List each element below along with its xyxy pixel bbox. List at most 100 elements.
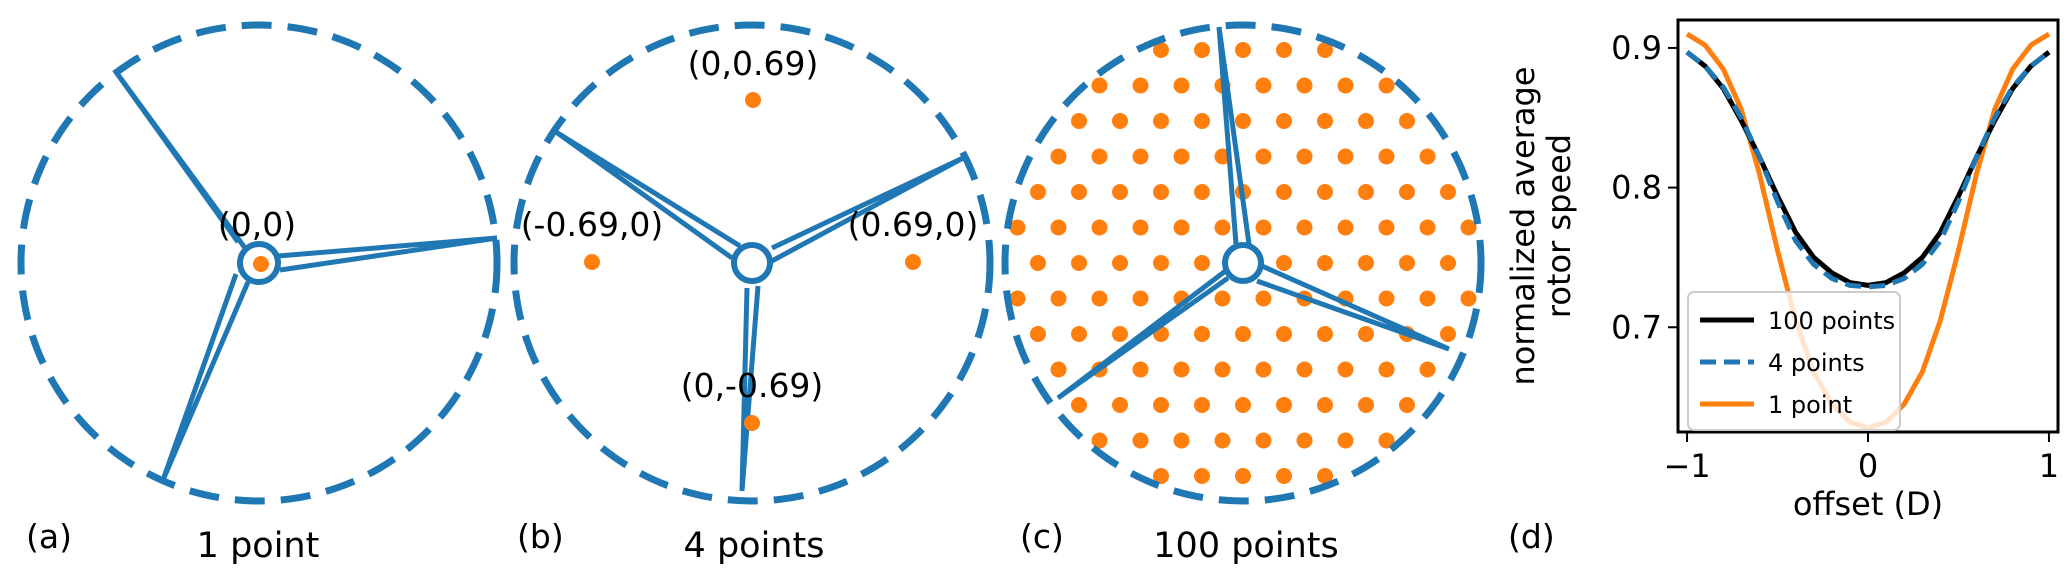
panel-a: (0,0) (a) 1 point xyxy=(17,21,501,566)
point-label: (0,0.69) xyxy=(688,44,819,83)
sample-point xyxy=(1419,290,1436,307)
sample-point xyxy=(1194,397,1210,413)
sample-point xyxy=(1050,361,1067,378)
sample-point xyxy=(1091,148,1108,165)
sample-point xyxy=(1132,361,1149,378)
sample-point xyxy=(1112,255,1128,271)
sample-point xyxy=(1378,361,1395,378)
sample-point xyxy=(1317,42,1333,58)
sample-point xyxy=(1173,432,1190,449)
sample-point xyxy=(1112,113,1128,129)
sample-point xyxy=(1317,184,1333,200)
sample-point xyxy=(1419,148,1436,165)
sample-point xyxy=(1091,219,1108,236)
panel-caption-c: 100 points xyxy=(1153,526,1338,566)
sample-point xyxy=(1296,148,1313,165)
sample-point xyxy=(1276,184,1292,200)
sample-point xyxy=(1132,219,1149,236)
y-tick-label: 0.9 xyxy=(1611,29,1662,67)
sample-point xyxy=(1132,432,1149,449)
sample-point xyxy=(1173,219,1190,236)
sample-point xyxy=(1378,219,1395,236)
sample-point xyxy=(1173,361,1190,378)
sample-point xyxy=(1317,468,1333,484)
legend-entry: 1 point xyxy=(1768,391,1852,419)
sample-point xyxy=(1255,148,1272,165)
sample-point xyxy=(1337,361,1354,378)
sample-point xyxy=(1050,290,1067,307)
panel-caption-b: 4 points xyxy=(684,526,825,566)
sample-point xyxy=(1255,361,1272,378)
blade-a-1 xyxy=(113,70,251,254)
x-axis-label: offset (D) xyxy=(1793,485,1943,523)
sample-point xyxy=(1337,148,1354,165)
sample-point xyxy=(1276,255,1292,271)
sample-point xyxy=(1173,77,1190,94)
sample-point xyxy=(1337,432,1354,449)
sample-point xyxy=(1091,432,1108,449)
sample-point xyxy=(1214,432,1231,449)
sample-point xyxy=(1132,77,1149,94)
sample-point xyxy=(1132,290,1149,307)
sample-point xyxy=(1030,184,1046,200)
rotor-disk-b xyxy=(510,21,994,505)
hub-c xyxy=(1222,242,1264,284)
blade-b-2 xyxy=(768,155,965,265)
sample-point xyxy=(1358,113,1374,129)
sample-point xyxy=(1112,397,1128,413)
sample-point xyxy=(1153,255,1169,271)
sample-point xyxy=(1440,184,1456,200)
sample-point xyxy=(1317,113,1333,129)
sample-point xyxy=(1112,326,1128,342)
legend-box xyxy=(1687,291,1901,431)
rotor-disk-c xyxy=(1001,21,1485,505)
sample-point xyxy=(584,254,600,270)
sample-point xyxy=(1071,184,1087,200)
sample-point xyxy=(1358,255,1374,271)
sample-point xyxy=(1235,468,1251,484)
sample-point xyxy=(1030,326,1046,342)
sample-point xyxy=(1071,397,1087,413)
rotor-disk-a xyxy=(17,21,501,505)
sample-point xyxy=(1030,255,1046,271)
panel-c: (c) 100 points xyxy=(1001,21,1485,566)
panel-letter-d: (d) xyxy=(1508,517,1555,556)
sample-point xyxy=(1460,290,1477,307)
x-tick-label: −1 xyxy=(1663,447,1710,485)
point-label: (0,-0.69) xyxy=(681,366,824,405)
sample-point xyxy=(1255,77,1272,94)
sample-point xyxy=(1091,290,1108,307)
sample-point xyxy=(1112,184,1128,200)
sample-point xyxy=(1419,219,1436,236)
x-tick-label: 0 xyxy=(1858,447,1878,485)
sample-point xyxy=(1255,290,1272,307)
point-label: (0.69,0) xyxy=(848,205,979,244)
panel-b: (0,0.69) (-0.69,0) (0.69,0) (0,-0.69) (b… xyxy=(510,21,994,566)
sample-point xyxy=(1419,361,1436,378)
sample-point xyxy=(1296,77,1313,94)
panel-letter-c: (c) xyxy=(1020,517,1064,556)
sample-point xyxy=(1276,468,1292,484)
sample-point xyxy=(1194,113,1210,129)
blade-c-1 xyxy=(1216,26,1252,245)
sample-point xyxy=(1255,219,1272,236)
sample-point xyxy=(1173,148,1190,165)
sample-point xyxy=(1214,290,1231,307)
blade-b-1 xyxy=(554,129,742,261)
sample-point xyxy=(1378,77,1395,94)
panel-letter-a: (a) xyxy=(26,517,72,556)
sample-point xyxy=(905,254,921,270)
sample-point xyxy=(1194,184,1210,200)
sample-point xyxy=(1276,42,1292,58)
blade-b-3 xyxy=(739,285,761,492)
sample-point xyxy=(1153,184,1169,200)
sample-point xyxy=(1153,397,1169,413)
y-axis-label: rotor speed xyxy=(1540,134,1578,318)
sample-point xyxy=(744,415,760,431)
y-tick-label: 0.7 xyxy=(1611,308,1662,346)
y-axis-label: normalized average xyxy=(1504,67,1542,386)
sample-point xyxy=(1399,184,1415,200)
sample-point xyxy=(1317,255,1333,271)
